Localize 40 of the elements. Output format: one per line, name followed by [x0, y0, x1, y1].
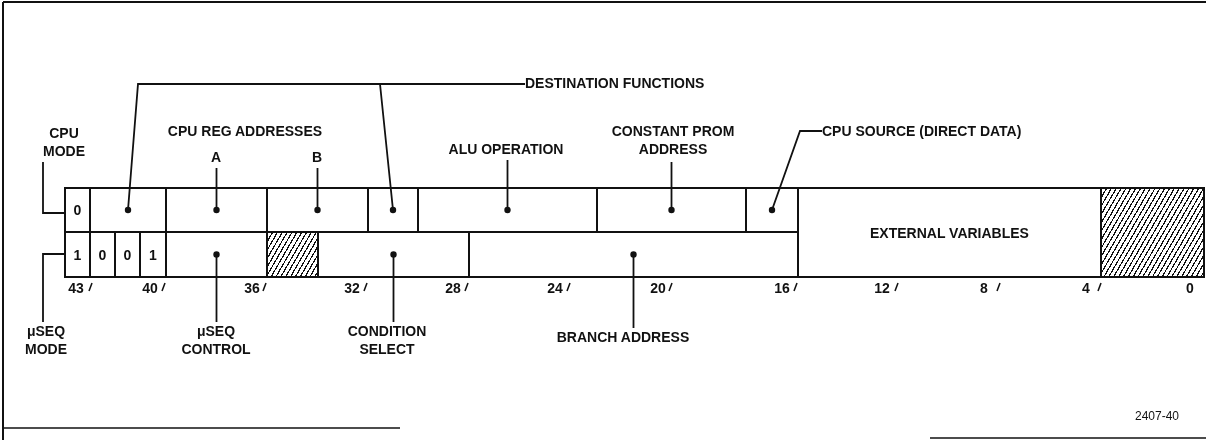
leader-line: [668, 161, 675, 214]
unused-bit-field: [1100, 187, 1205, 278]
field-label: CPU MODE: [28, 124, 100, 162]
field-label: CONSTANT PROM ADDRESS: [578, 122, 768, 162]
group-label: CPU REG ADDRESSES: [166, 122, 324, 141]
figure-number: 2407-40: [1133, 408, 1180, 424]
field-label: CPU SOURCE (DIRECT DATA): [822, 122, 1058, 142]
bit-number: 36: [243, 280, 261, 296]
field-label: μSEQ MODE: [14, 322, 78, 360]
field-label: BRANCH ADDRESS: [540, 328, 706, 348]
field-label: A: [204, 148, 228, 168]
leader-line: [630, 251, 637, 329]
bit-number: 32: [343, 280, 361, 296]
bit-number: 20: [649, 280, 667, 296]
leader-line: [504, 159, 511, 214]
field-label: ALU OPERATION: [438, 140, 574, 160]
leader-line: [379, 83, 526, 214]
field-label: B: [305, 148, 329, 168]
field-label: CONDITION SELECT: [330, 322, 444, 360]
field-label: μSEQ CONTROL: [166, 322, 266, 360]
bit-number: 43: [67, 280, 85, 296]
bit-number: 0: [1185, 280, 1195, 296]
bit-number: 12: [873, 280, 891, 296]
leader-line: [390, 251, 397, 323]
bit-number: 40: [141, 280, 159, 296]
field-label: DESTINATION FUNCTIONS: [525, 74, 725, 94]
bit-number: 24: [546, 280, 564, 296]
leader-line: [314, 167, 321, 214]
bit-field: 1: [64, 231, 91, 278]
leader-line: [213, 251, 220, 323]
bit-number: 8: [979, 280, 989, 296]
leader-line: [42, 161, 65, 214]
bit-number: 4: [1081, 280, 1091, 296]
leader-line: [768, 130, 823, 214]
leader-line: [42, 253, 65, 323]
leader-line: [213, 167, 220, 214]
bit-number: 28: [444, 280, 462, 296]
bit-number: 16: [773, 280, 791, 296]
bit-field: 0: [64, 187, 91, 233]
unused-bit-field: [266, 231, 319, 278]
